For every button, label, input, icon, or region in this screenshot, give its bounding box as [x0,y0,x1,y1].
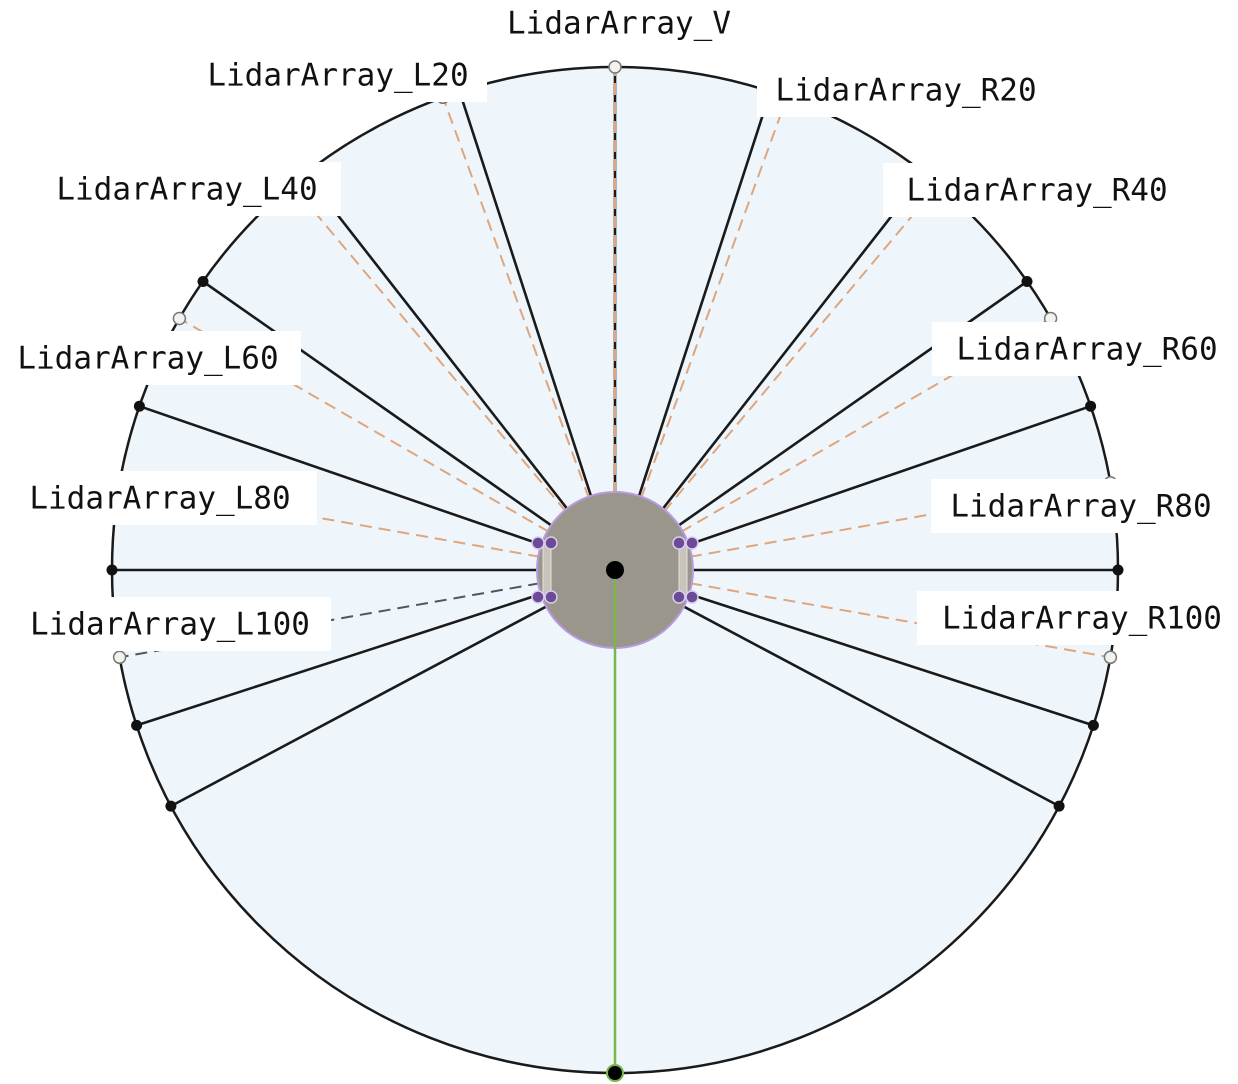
sensor-label-background [932,322,1238,376]
wheel-joint [531,536,545,550]
sensor-label-l80: LidarArray_L80 [29,481,290,517]
sensor-label-v: LidarArray_V [507,6,731,42]
sensor-label-r20: LidarArray_R20 [775,73,1036,109]
sensor-label-background [883,163,1191,217]
sector-boundary-line [202,280,616,572]
sensor-label-background [917,591,1238,645]
sensor-label-background [189,48,487,102]
sensor-label-r100: LidarArray_R100 [942,601,1222,637]
sensor-endpoint-l100 [112,650,127,665]
wheel-joint [685,590,699,604]
sensor-endpoint-l60 [172,311,187,326]
sector-boundary-line [614,568,1060,808]
sensor-label-background [757,63,1055,117]
sector-boundary-line [170,568,616,808]
boundary-endpoint [133,400,145,412]
wheel-joint [672,590,686,604]
sensor-label-l100: LidarArray_L100 [30,607,310,643]
sector-boundary-line [613,91,772,571]
sensor-label-r80: LidarArray_R80 [950,489,1211,525]
boundary-endpoint [1021,276,1033,287]
wheel-joint [544,590,558,604]
sensor-label-r40: LidarArray_R40 [906,173,1167,209]
sensor-label-background [494,0,744,50]
rear-endpoint [606,1064,624,1082]
sensor-endpoint-r100 [1103,650,1118,665]
right-wheel [678,542,688,598]
sensor-origin-point [606,561,624,579]
sector-boundary-line [304,172,617,571]
sensor-label-r60: LidarArray_R60 [956,332,1217,368]
sensor-label-l20: LidarArray_L20 [207,58,468,94]
sensor-ray-r40 [614,184,940,571]
left-wheel [542,542,552,598]
wheel-joint [544,536,558,550]
sector-boundary-line [458,91,617,571]
boundary-endpoint [1112,564,1124,576]
sector-boundary-line [613,172,926,571]
wheel-joint [531,590,545,604]
wheel-joint [685,536,699,550]
sensor-label-background [3,471,317,525]
sensor-label-background [0,331,301,385]
wheel-joint [672,536,686,550]
boundary-endpoint [197,276,209,287]
boundary-endpoint [1053,800,1065,812]
sensor-label-background [33,162,341,216]
sensor-label-background [931,479,1231,533]
boundary-endpoint [1087,719,1099,731]
sensor-ray-l40 [290,184,616,571]
sensor-label-l60: LidarArray_L60 [17,341,278,377]
boundary-endpoint [165,800,177,812]
sensor-ray-l20 [442,96,616,571]
boundary-endpoint [1085,400,1097,412]
wheel-joints [531,536,699,604]
sensor-labels: LidarArray_V LidarArray_L20 LidarArray_R20… [0,0,1238,651]
sensor-label-background [9,597,331,651]
boundary-endpoint [131,719,143,731]
sensor-label-l40: LidarArray_L40 [56,172,317,208]
sensor-endpoint-v [608,60,622,74]
sensor-ray-r20 [614,96,788,571]
boundary-endpoint [106,564,118,576]
